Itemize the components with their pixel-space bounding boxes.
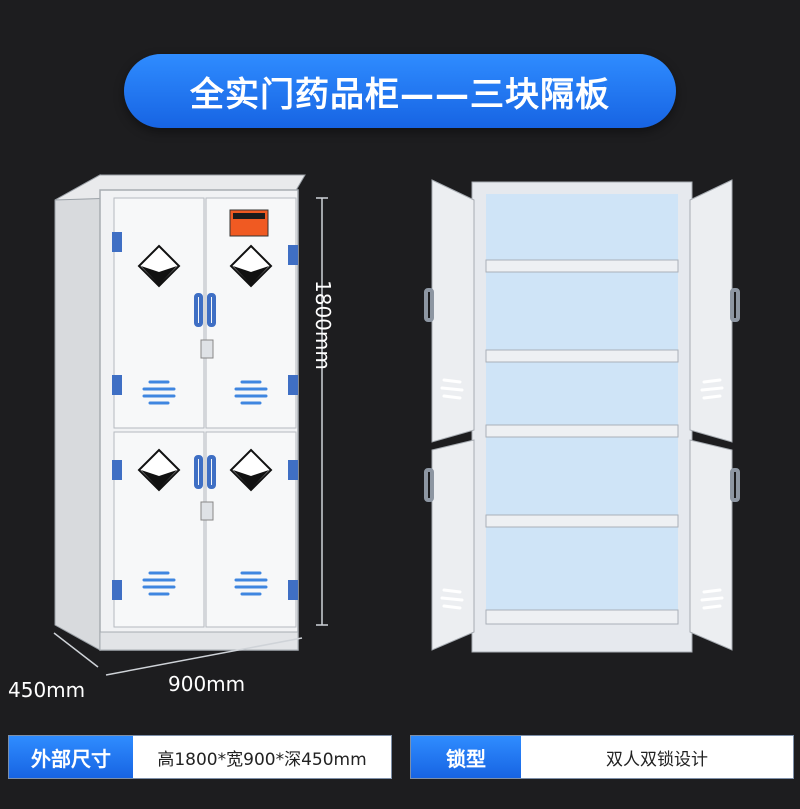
open-cabinet-illustration	[424, 179, 740, 653]
depth-dimension-label: 450mm	[8, 678, 86, 702]
spec-row-lock-type: 锁型 双人双锁设计	[410, 735, 794, 779]
spec-row-dimensions: 外部尺寸 高1800*宽900*深450mm	[8, 735, 392, 779]
closed-cabinet-illustration	[53, 174, 328, 676]
spec-value-lock-type: 双人双锁设计	[606, 749, 708, 770]
spec-key-dimensions: 外部尺寸	[9, 736, 133, 778]
spec-value-dimensions: 高1800*宽900*深450mm	[157, 749, 367, 770]
width-dimension-label: 900mm	[168, 672, 246, 696]
page-title: 全实门药品柜——三块隔板	[190, 74, 610, 115]
height-dimension-label: 1800mm	[311, 280, 335, 370]
title-banner: 全实门药品柜——三块隔板	[124, 54, 676, 128]
spec-key-lock-type: 锁型	[411, 736, 521, 778]
